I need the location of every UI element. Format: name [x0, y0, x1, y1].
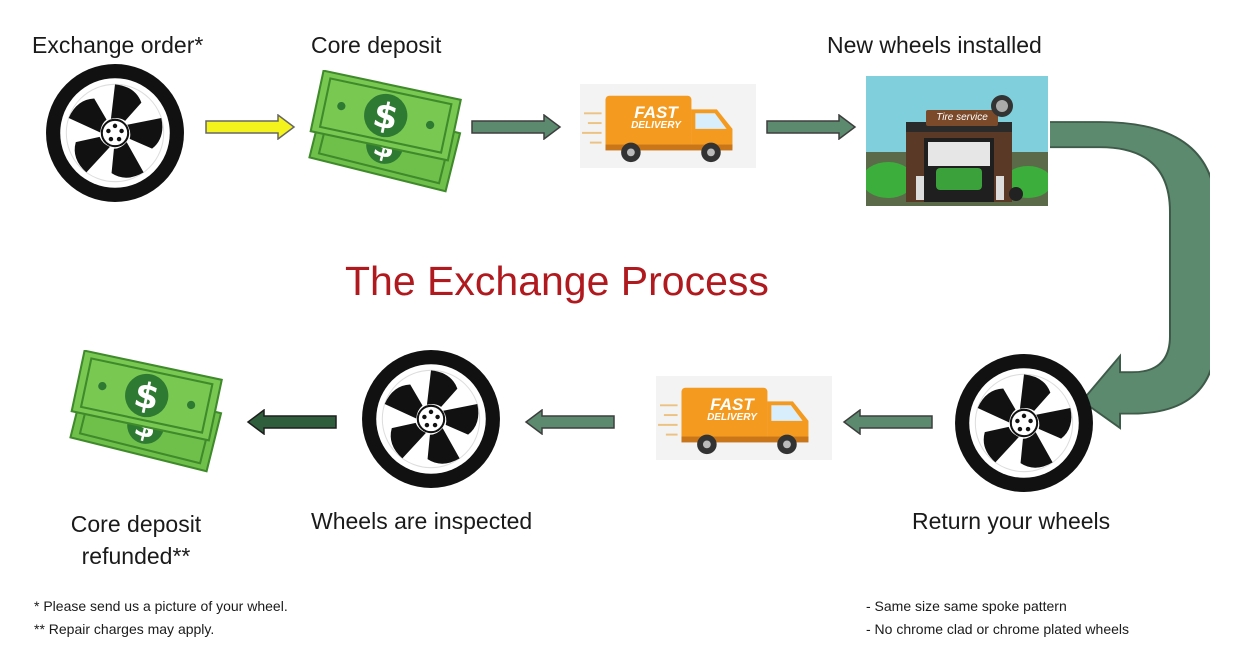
arrow-left-green-icon	[842, 409, 933, 435]
truck-text-delivery: DELIVERY	[707, 412, 757, 423]
arrow-right-yellow-icon	[205, 114, 296, 140]
tire-shop-icon	[866, 76, 1048, 206]
wheel-icon-return	[953, 352, 1095, 494]
arrow-right-green-icon	[471, 114, 562, 140]
wheel-icon-inspected	[360, 348, 502, 490]
step-label-core-refunded-line2: refunded**	[81, 543, 191, 569]
shop-sign: Tire service	[936, 112, 988, 123]
truck-panel-return: FAST DELIVERY	[656, 376, 832, 460]
arrow-right-green-icon	[766, 114, 857, 140]
wheel-icon-exchange-order	[44, 62, 186, 204]
truck-text: FAST DELIVERY	[692, 396, 772, 423]
step-label-new-wheels-installed: New wheels installed	[827, 32, 1042, 58]
money-icon-core-deposit	[303, 70, 468, 194]
arrow-left-green-icon	[524, 409, 615, 435]
step-label-exchange-order: Exchange order*	[32, 32, 204, 58]
tire-shop-image: Tire service	[866, 76, 1048, 206]
truck-panel: FAST DELIVERY	[580, 84, 756, 168]
step-label-core-deposit: Core deposit	[311, 32, 442, 58]
curved-arrow-icon	[1050, 121, 1210, 430]
footnote-left-2: ** Repair charges may apply.	[34, 621, 215, 637]
footnote-right-1: - Same size same spoke pattern	[866, 598, 1067, 614]
money-icon-core-refunded	[64, 350, 229, 474]
truck-text: FAST DELIVERY	[616, 104, 696, 131]
step-label-core-refunded-line1: Core deposit	[70, 511, 202, 537]
arrow-left-green-icon	[246, 409, 337, 435]
truck-text-fast: FAST	[634, 103, 678, 122]
truck-text-fast: FAST	[710, 395, 754, 414]
page-title: The Exchange Process	[345, 258, 769, 304]
step-label-wheels-inspected: Wheels are inspected	[311, 508, 533, 534]
footnote-left-1: * Please send us a picture of your wheel…	[34, 598, 288, 614]
footnote-right-2: - No chrome clad or chrome plated wheels	[866, 621, 1130, 637]
truck-text-delivery: DELIVERY	[631, 120, 681, 131]
step-label-return-wheels: Return your wheels	[912, 508, 1111, 534]
step-label-core-refunded: Core deposit refunded**	[40, 508, 232, 572]
